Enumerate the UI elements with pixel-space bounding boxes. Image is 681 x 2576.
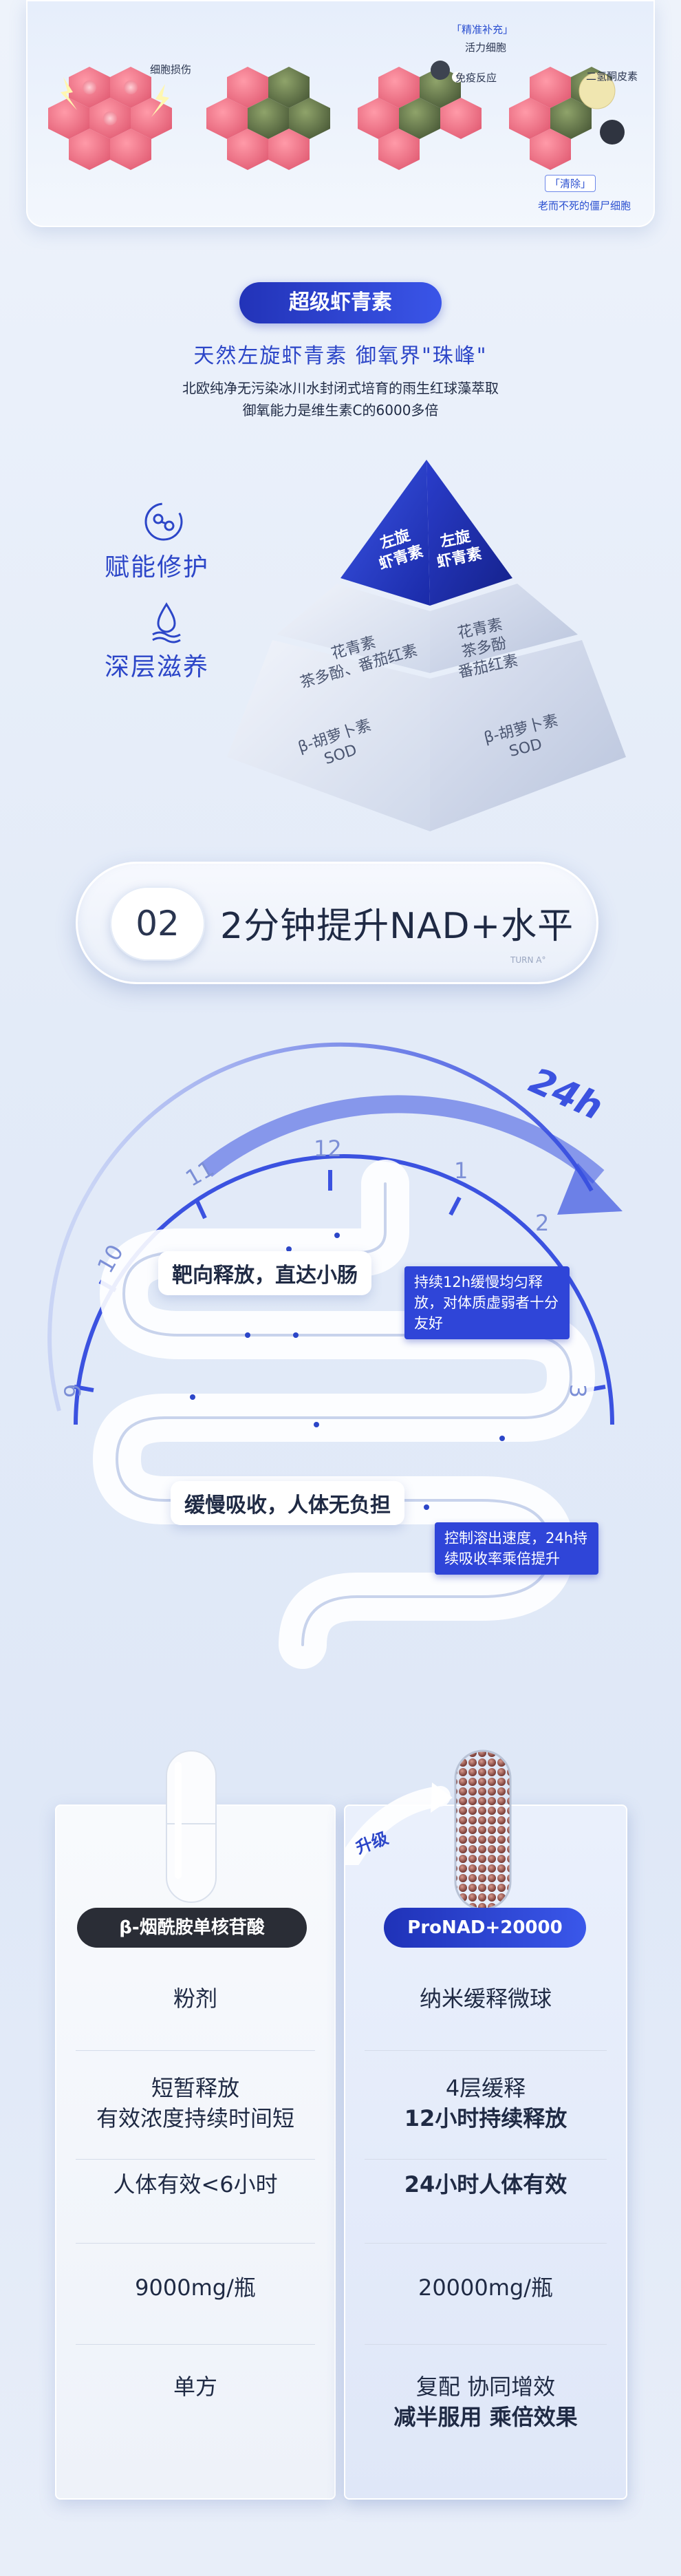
label-immune: 免疫反应 [455, 72, 497, 84]
astaxanthin-badge: 超级虾青素 [239, 282, 442, 323]
tick-2: 2 [535, 1210, 550, 1236]
bubble-slow-absorb: 缓慢吸收，人体无负担 [171, 1481, 404, 1525]
antioxidant-pyramid [227, 460, 626, 831]
tick-1: 1 [454, 1158, 468, 1184]
beaded-capsule-icon [454, 1749, 512, 1910]
label-nad-boost: 「精准补充」 [451, 23, 514, 36]
tick-3: 3 [565, 1383, 592, 1398]
repair-icon [144, 502, 183, 541]
right-row-2-line2: 12小时持续释放 [404, 2105, 568, 2131]
right-row-4: 20000mg/瓶 [344, 2272, 627, 2303]
astaxanthin-desc-2: 御氧能力是维生素C的6000多倍 [242, 402, 439, 418]
callout-12h-release: 持续12h缓慢均匀释放，对体质虚弱者十分友好 [404, 1266, 570, 1339]
label-zombie-cells: 老而不死的僵尸细胞 [538, 200, 631, 212]
cell-cluster-nad [206, 67, 330, 170]
right-row-1: 纳米缓释微球 [344, 1983, 627, 2014]
right-row-5: 复配 协同增效减半服用 乘倍效果 [344, 2372, 627, 2432]
nad-title: 2分钟提升NAD+水平 [220, 906, 574, 947]
right-row-2-line1: 4层缓释 [445, 2075, 526, 2101]
astaxanthin-title: 天然左旋虾青素 御氧界"珠峰" [193, 344, 488, 368]
bubble-targeted-release: 靶向释放，直达小肠 [158, 1251, 371, 1295]
right-row-5-line2: 减半服用 乘倍效果 [393, 2404, 578, 2430]
right-row-2: 4层缓释 12小时持续释放 [344, 2073, 627, 2133]
pyramid-top-right-text: 左旋 虾青素 [435, 528, 484, 572]
side-label-repair: 赋能修护 [105, 553, 210, 582]
cell-cluster-clear [509, 67, 625, 170]
label-damage: 细胞损伤 [150, 63, 192, 76]
side-label-nourish: 深层滋养 [105, 653, 210, 681]
water-drop-icon [152, 602, 181, 643]
right-row-5-line1: 复配 协同增效 [415, 2374, 556, 2400]
cell-cluster-immune [358, 61, 482, 170]
left-row-4: 9000mg/瓶 [135, 2275, 256, 2301]
label-dh-enzyme: 二氢酮皮素 [586, 70, 638, 83]
left-row-divider [76, 2159, 315, 2160]
release-dial [47, 1042, 623, 1669]
pyramid-mid-right: 花青素 茶多酚 番茄红素 [448, 614, 520, 683]
section-number: 02 [110, 886, 205, 961]
left-row-5: 单方 [173, 2374, 217, 2400]
right-row-4-line1: 20000mg/瓶 [418, 2275, 554, 2301]
tick-12: 12 [314, 1136, 342, 1162]
left-row-divider [76, 2050, 315, 2051]
upgrade-arrow [344, 1782, 453, 1865]
brand-watermark: TURN A° [510, 955, 546, 965]
pyramid-mid-right-text: 花青素 茶多酚 番茄红素 [456, 616, 520, 682]
left-row-3: 人体有效<6小时 [113, 2171, 278, 2197]
left-row-2: 短暂释放 有效浓度持续时间短 [96, 2075, 294, 2131]
tick-9: 9 [60, 1383, 87, 1398]
callout-24h-absorb: 控制溶出速度，24h持续吸收率乘倍提升 [435, 1522, 598, 1575]
left-row-divider [76, 2243, 315, 2244]
astaxanthin-desc-1: 北欧纯净无污染冰川水封闭式培育的雨生红球藻萃取 [182, 380, 499, 396]
cell-cluster-damage [48, 67, 172, 170]
right-row-3-line1: 24小时人体有效 [404, 2171, 568, 2197]
right-row-1-line1: 纳米缓释微球 [419, 1986, 552, 2012]
left-row-1: 粉剂 [173, 1986, 217, 2012]
right-row-divider [365, 2344, 607, 2345]
right-column-header: ProNAD+20000 [384, 1908, 586, 1948]
label-clear: 「清除」 [545, 175, 596, 192]
right-row-3: 24小时人体有效 [344, 2169, 627, 2200]
cells-illustration [48, 61, 625, 170]
right-row-divider [365, 2050, 607, 2051]
right-row-divider [365, 2243, 607, 2244]
left-row-divider [76, 2344, 315, 2345]
white-capsule-icon [166, 1750, 217, 1903]
cells-panel: 细胞损伤 「精准补充」 活力细胞 免疫反应 二氢酮皮素 「清除」 老而不死的僵尸… [26, 0, 655, 227]
label-active-cells: 活力细胞 [465, 41, 507, 54]
right-row-divider [365, 2159, 607, 2160]
left-column-header: β-烟酰胺单核苷酸 [77, 1908, 307, 1948]
